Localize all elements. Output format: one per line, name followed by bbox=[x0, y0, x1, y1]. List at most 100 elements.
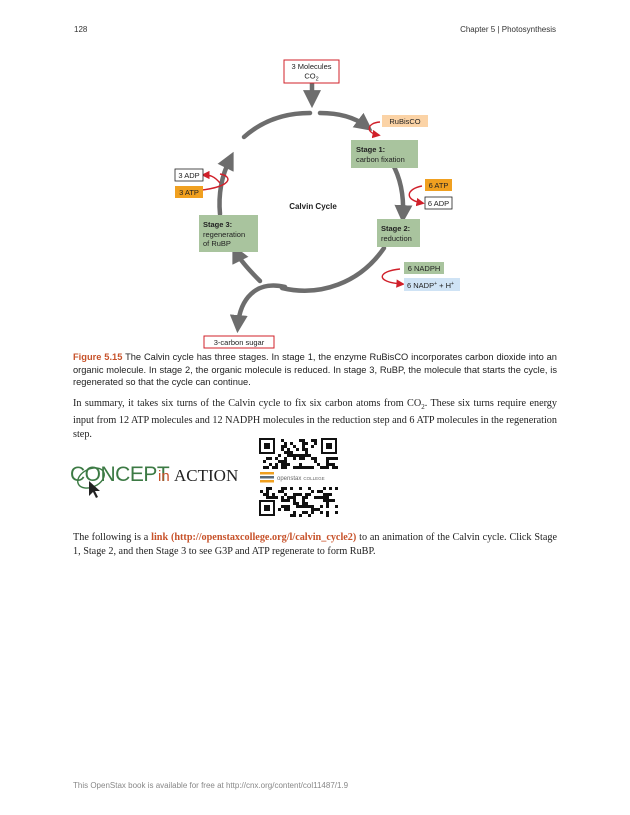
qr-module bbox=[281, 448, 284, 451]
qr-module bbox=[287, 448, 290, 451]
qr-module bbox=[263, 466, 266, 469]
qr-module bbox=[281, 490, 284, 493]
qr-module bbox=[293, 511, 296, 514]
qr-module bbox=[284, 499, 287, 502]
qr-module bbox=[320, 505, 323, 508]
qr-module bbox=[284, 451, 287, 454]
qr-module bbox=[275, 463, 278, 466]
qr-finder-bottom-left bbox=[259, 500, 275, 516]
qr-module bbox=[287, 508, 290, 511]
footer-note: This OpenStax book is available for free… bbox=[73, 781, 349, 790]
qr-module bbox=[308, 514, 311, 517]
qr-module bbox=[311, 505, 314, 508]
qr-module bbox=[311, 508, 314, 511]
qr-module bbox=[305, 454, 308, 457]
qr-module bbox=[299, 457, 302, 460]
qr-module bbox=[320, 466, 323, 469]
qr-module bbox=[335, 457, 338, 460]
atp-stage3-label: 3 ATP bbox=[179, 188, 199, 197]
qr-module bbox=[296, 493, 299, 496]
qr-module bbox=[329, 493, 332, 496]
qr-module bbox=[284, 505, 287, 508]
qr-module bbox=[326, 502, 329, 505]
qr-module bbox=[266, 490, 269, 493]
in-word: in bbox=[158, 468, 170, 485]
qr-module bbox=[305, 493, 308, 496]
qr-module bbox=[287, 496, 290, 499]
qr-module bbox=[296, 505, 299, 508]
qr-module bbox=[296, 454, 299, 457]
qr-module bbox=[293, 514, 296, 517]
qr-module bbox=[293, 466, 296, 469]
qr-module bbox=[299, 454, 302, 457]
page-number: 128 bbox=[74, 25, 88, 34]
qr-module bbox=[308, 493, 311, 496]
qr-module bbox=[299, 439, 302, 442]
qr-module bbox=[290, 487, 293, 490]
qr-module bbox=[293, 499, 296, 502]
qr-module bbox=[278, 490, 281, 493]
qr-module bbox=[323, 466, 326, 469]
qr-module bbox=[275, 457, 278, 460]
calvin-cycle-animation-link[interactable]: link (http://openstaxcollege.org/l/calvi… bbox=[151, 532, 357, 543]
qr-module bbox=[302, 466, 305, 469]
qr-module bbox=[281, 496, 284, 499]
qr-module bbox=[317, 496, 320, 499]
qr-module bbox=[302, 448, 305, 451]
qr-module bbox=[299, 466, 302, 469]
nadph-arrow bbox=[381, 268, 405, 288]
qr-module bbox=[296, 502, 299, 505]
atp-in-arrow bbox=[408, 185, 425, 207]
adp-out-label: 6 ADP bbox=[428, 199, 449, 208]
nadph-label: 6 NADPH bbox=[408, 264, 441, 273]
action-word: ACTION bbox=[174, 466, 238, 485]
openstax-logo-icon bbox=[260, 472, 274, 483]
qr-module bbox=[275, 466, 278, 469]
qr-module bbox=[329, 487, 332, 490]
figure-caption-text: The Calvin cycle has three stages. In st… bbox=[73, 352, 557, 387]
qr-module bbox=[323, 499, 326, 502]
qr-module bbox=[311, 490, 314, 493]
qr-module bbox=[302, 442, 305, 445]
qr-module bbox=[314, 460, 317, 463]
qr-module bbox=[305, 496, 308, 499]
qr-module bbox=[293, 454, 296, 457]
sugar-output-arrow bbox=[229, 283, 288, 334]
qr-module bbox=[323, 493, 326, 496]
chapter-title: Chapter 5 | Photosynthesis bbox=[460, 25, 556, 34]
rubisco-label: RuBisCO bbox=[389, 117, 420, 126]
qr-module bbox=[269, 463, 272, 466]
qr-module bbox=[299, 493, 302, 496]
qr-module bbox=[326, 466, 329, 469]
qr-module bbox=[290, 451, 293, 454]
rubisco-arrow bbox=[368, 121, 381, 139]
qr-module bbox=[326, 460, 329, 463]
qr-finder-top-right bbox=[321, 438, 337, 454]
qr-module bbox=[278, 508, 281, 511]
qr-module bbox=[317, 490, 320, 493]
qr-module bbox=[314, 457, 317, 460]
qr-module bbox=[317, 463, 320, 466]
qr-module bbox=[275, 496, 278, 499]
sugar-output-label: 3-carbon sugar bbox=[214, 338, 265, 347]
qr-module bbox=[302, 445, 305, 448]
qr-module bbox=[296, 466, 299, 469]
qr-module bbox=[323, 487, 326, 490]
qr-module bbox=[305, 442, 308, 445]
qr-module bbox=[305, 451, 308, 454]
qr-modules bbox=[260, 439, 338, 517]
qr-module bbox=[335, 511, 338, 514]
qr-module bbox=[326, 514, 329, 517]
stage2-desc: reduction bbox=[381, 234, 412, 243]
qr-module bbox=[263, 493, 266, 496]
qr-module bbox=[281, 439, 284, 442]
qr-module bbox=[299, 505, 302, 508]
qr-module bbox=[296, 448, 299, 451]
qr-module bbox=[299, 514, 302, 517]
qr-module bbox=[281, 499, 284, 502]
qr-module bbox=[299, 487, 302, 490]
figure-caption: Figure 5.15 The Calvin cycle has three s… bbox=[73, 351, 557, 389]
qr-module bbox=[272, 493, 275, 496]
qr-module bbox=[269, 496, 272, 499]
calvin-cycle-label: Calvin Cycle bbox=[289, 202, 337, 211]
